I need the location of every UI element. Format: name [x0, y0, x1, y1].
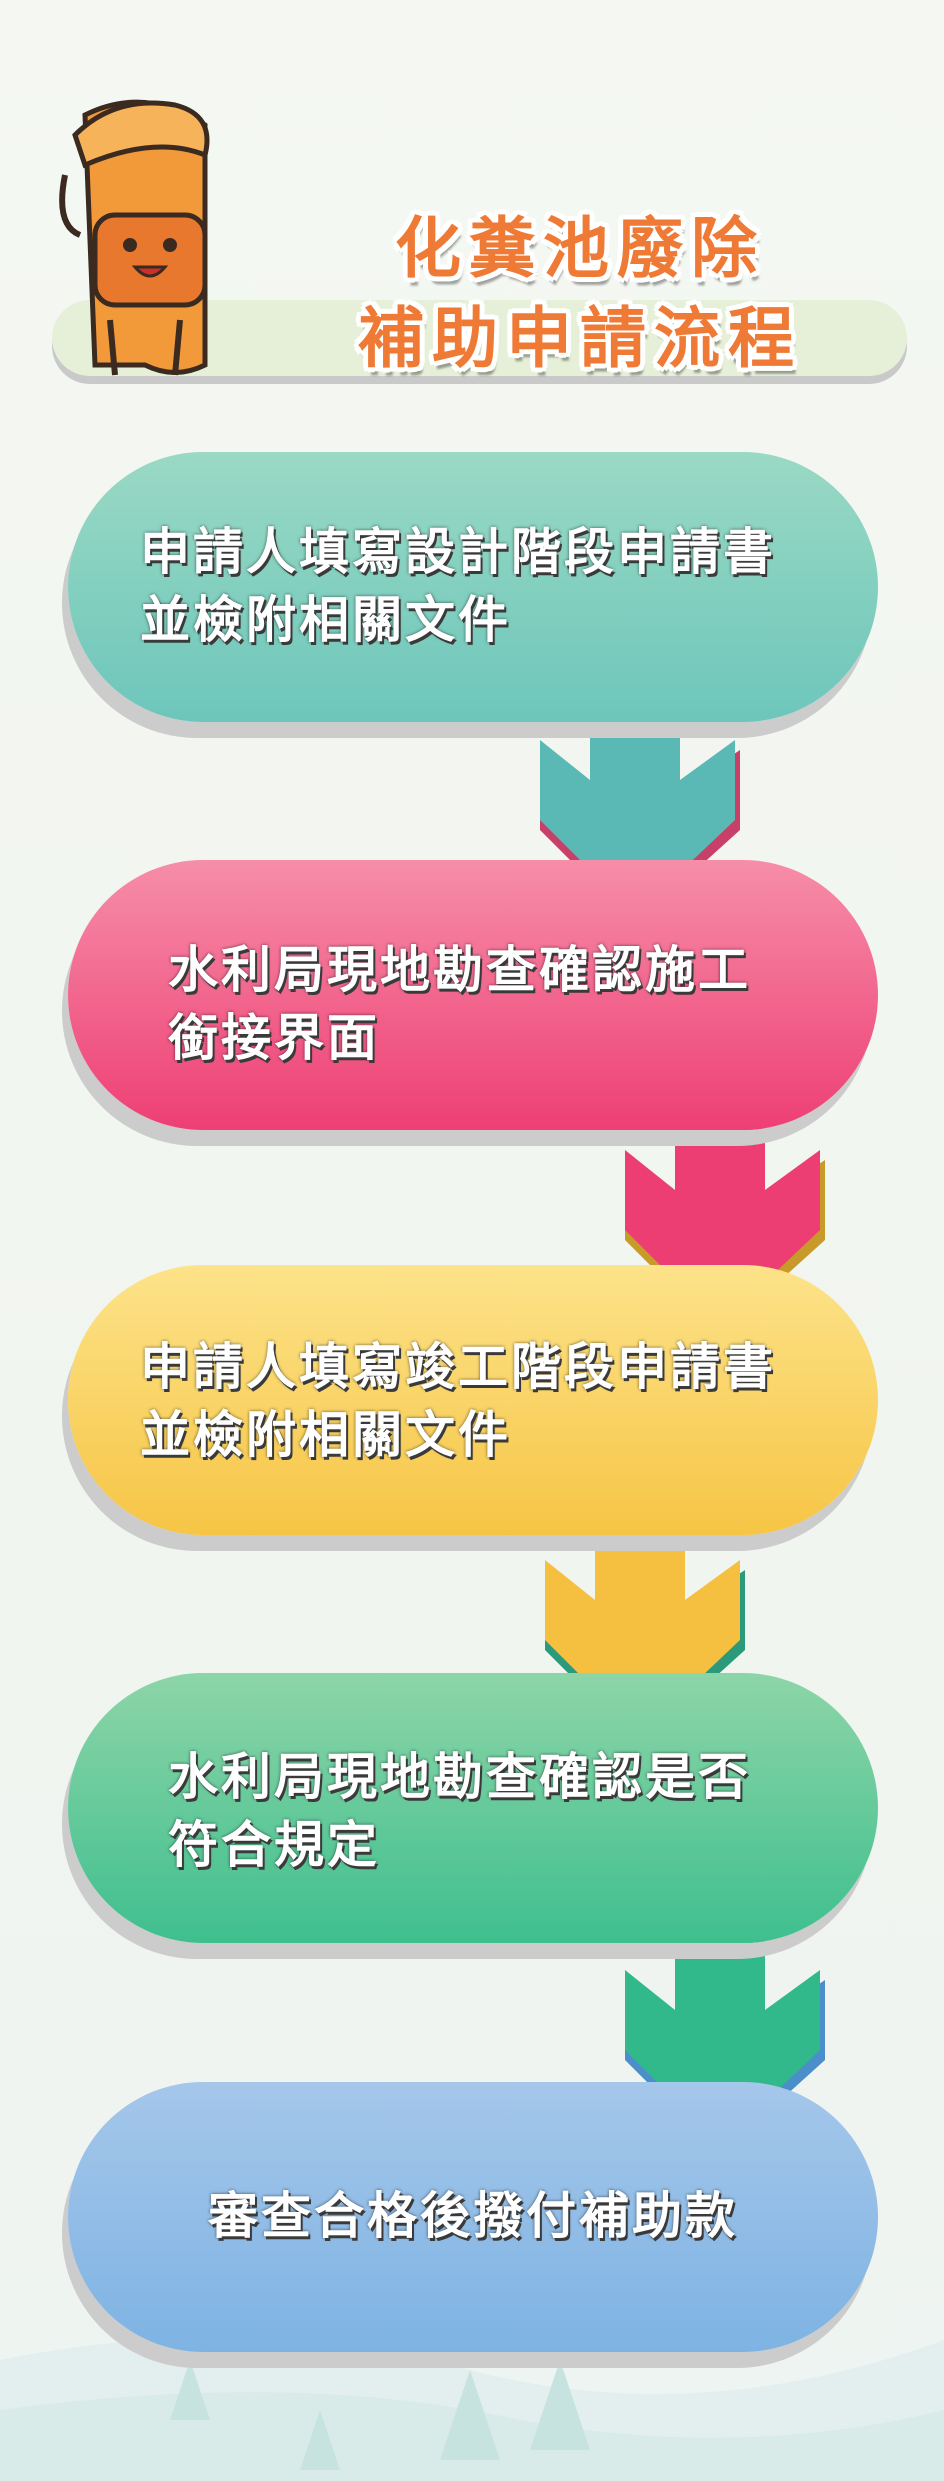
step-2-line-1: 水利局現地勘查確認施工 [168, 941, 751, 999]
step-1-line-2: 並檢附相關文件 [140, 591, 511, 649]
step-5-text: 審查合格後撥付補助款 [68, 2182, 878, 2250]
mascot-icon [59, 99, 210, 376]
title-line-1: 化糞池廢除 [395, 210, 765, 287]
step-5-line-1: 審查合格後撥付補助款 [208, 2187, 738, 2245]
step-1-line-1: 申請人填寫設計階段申請書 [140, 523, 776, 581]
step-4-box: 水利局現地勘查確認是否 符合規定 [68, 1673, 878, 1943]
step-1-box: 申請人填寫設計階段申請書 並檢附相關文件 [68, 452, 878, 722]
step-3-text: 申請人填寫竣工階段申請書 並檢附相關文件 [140, 1333, 776, 1469]
title-line-2: 補助申請流程 [358, 300, 802, 377]
step-3-line-1: 申請人填寫竣工階段申請書 [140, 1338, 776, 1396]
step-4-line-2: 符合規定 [168, 1816, 380, 1874]
step-5-box: 審查合格後撥付補助款 [68, 2082, 878, 2352]
step-3-line-2: 並檢附相關文件 [140, 1406, 511, 1464]
step-1-text: 申請人填寫設計階段申請書 並檢附相關文件 [140, 518, 776, 654]
step-3-box: 申請人填寫竣工階段申請書 並檢附相關文件 [68, 1265, 878, 1535]
step-2-text: 水利局現地勘查確認施工 銜接界面 [168, 936, 751, 1072]
background-hills [0, 2337, 944, 2481]
step-4-text: 水利局現地勘查確認是否 符合規定 [168, 1743, 751, 1879]
step-4-line-1: 水利局現地勘查確認是否 [168, 1748, 751, 1806]
step-2-line-2: 銜接界面 [168, 1009, 380, 1067]
tree-icon [170, 2360, 590, 2470]
step-2-box: 水利局現地勘查確認施工 銜接界面 [68, 860, 878, 1130]
